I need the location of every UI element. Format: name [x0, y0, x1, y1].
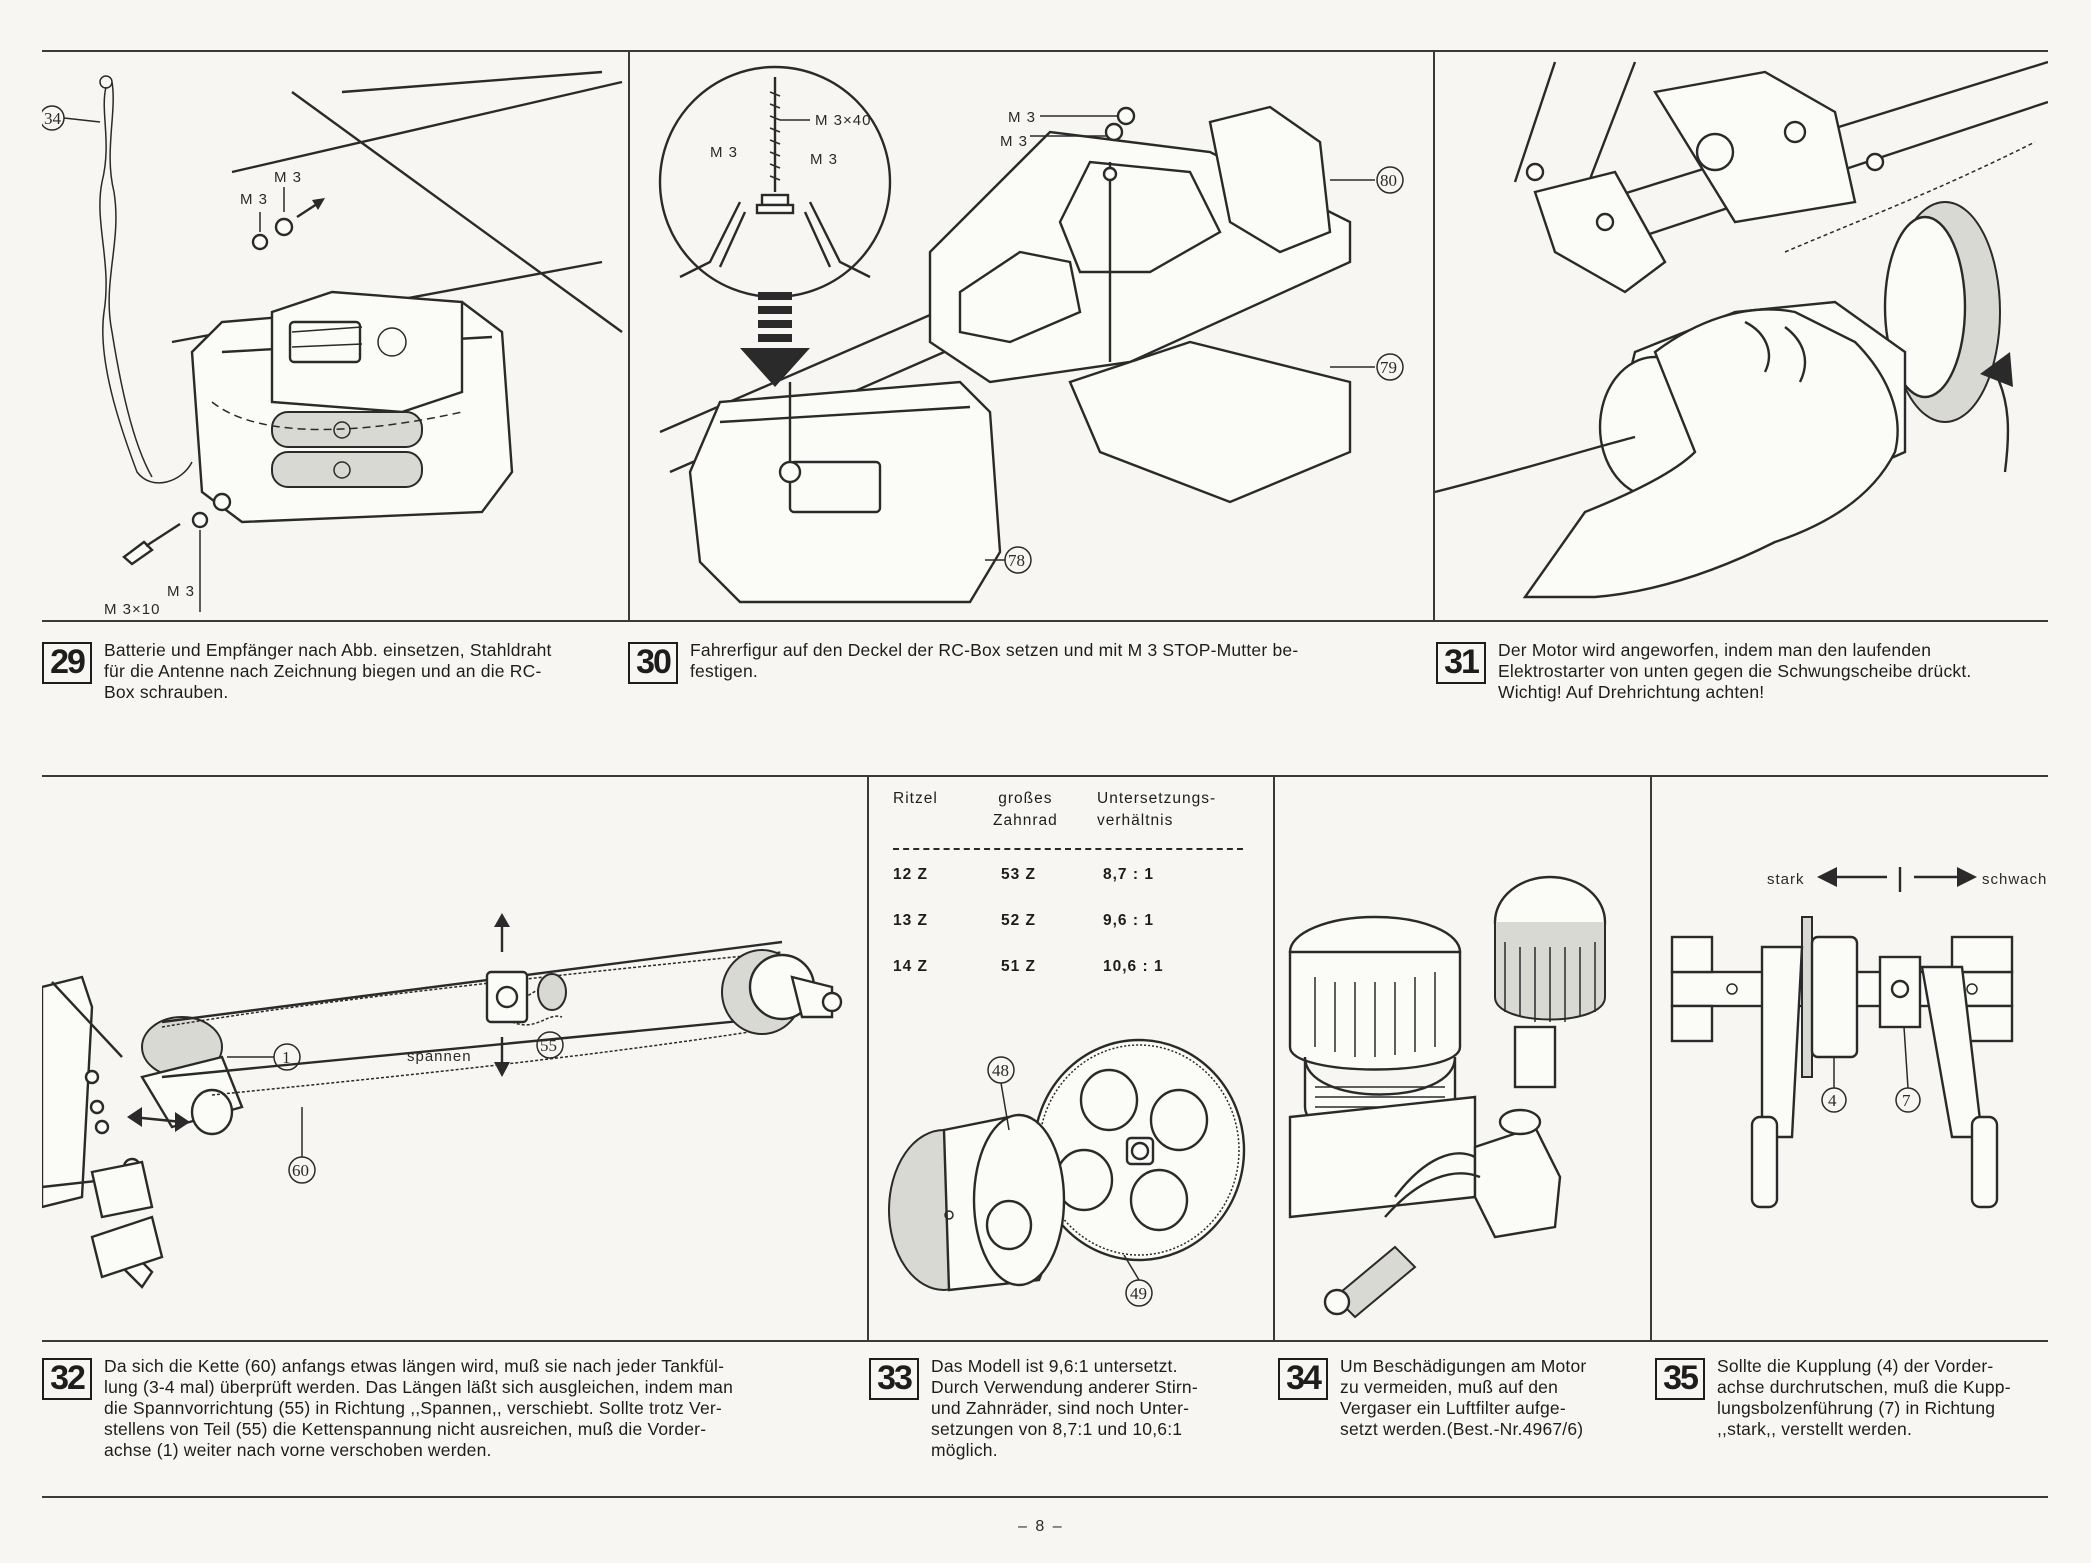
fig29-m3-label-c: M 3 [167, 583, 195, 600]
step-35: 35 Sollte die Kupplung (4) der Vorder- a… [1655, 1356, 2048, 1440]
fig35-stark-label: stark [1767, 871, 1805, 888]
step-33: 33 Das Modell ist 9,6:1 untersetzt. Durc… [869, 1356, 1269, 1461]
row2-top-rule [42, 775, 2048, 777]
ratio-cell: 52 Z [1001, 912, 1037, 929]
step-29-number: 29 [42, 642, 92, 684]
table-row: 14 Z 51 Z 10,6 : 1 [893, 958, 1273, 1004]
divider-33-34 [1273, 775, 1275, 1342]
fig29-screw-label: M 3×10 [104, 601, 160, 618]
step-32-text: Da sich die Kette (60) anfangs etwas län… [104, 1356, 733, 1460]
row1-bottom-rule [42, 620, 2048, 622]
step-29-text: Batterie und Empfänger nach Abb. einsetz… [104, 640, 552, 702]
step-32-number: 32 [42, 1358, 92, 1400]
ratio-header-verhaeltnis: Untersetzungs- verhältnis [1097, 790, 1217, 829]
fig30-m3-mid-label: M 3 [1000, 133, 1028, 150]
fig32-callout-1: 1 [282, 1048, 291, 1067]
ratio-table: Ritzel großes Zahnrad Untersetzungs- ver… [893, 788, 1273, 1004]
table-row: 13 Z 52 Z 9,6 : 1 [893, 912, 1273, 958]
figure-34 [1275, 777, 1650, 1340]
ratio-cell: 13 Z [893, 912, 929, 929]
table-row: 12 Z 53 Z 8,7 : 1 [893, 866, 1273, 912]
step-31-number: 31 [1436, 642, 1486, 684]
ratio-header-ritzel: Ritzel [893, 790, 938, 807]
top-rule [42, 50, 2048, 52]
ratio-header-zahnrad: großes Zahnrad [993, 790, 1058, 829]
fig29-m3-label-a: M 3 [274, 169, 302, 186]
step-30: 30 Fahrerfigur auf den Deckel der RC-Box… [628, 640, 1428, 684]
fig35-callout-7: 7 [1902, 1091, 1911, 1110]
divider-30-31 [1433, 50, 1435, 622]
bottom-rule [42, 1496, 2048, 1498]
ratio-table-header: Ritzel großes Zahnrad Untersetzungs- ver… [893, 788, 1273, 844]
ratio-cell: 10,6 : 1 [1103, 958, 1164, 975]
figure-35: stark schwach [1652, 777, 2048, 1340]
fig32-callout-55: 55 [540, 1036, 557, 1055]
ratio-cell: 53 Z [1001, 866, 1037, 883]
fig30-m3-right-label: M 3 [810, 151, 838, 168]
fig30-callout-78: 78 [1008, 551, 1025, 570]
fig32-callout-60: 60 [292, 1161, 309, 1180]
fig30-m3-left-label: M 3 [710, 144, 738, 161]
step-35-text: Sollte die Kupplung (4) der Vorder- achs… [1717, 1356, 2011, 1439]
figure-30: M 3×40 M 3 M 3 [630, 52, 1433, 620]
fig30-m3-top-label: M 3 [1008, 109, 1036, 126]
divider-29-30 [628, 50, 630, 622]
step-33-number: 33 [869, 1358, 919, 1400]
fig35-schwach-label: schwach [1982, 871, 2047, 888]
step-35-number: 35 [1655, 1358, 1705, 1400]
fig29-m3-label-b: M 3 [240, 191, 268, 208]
step-30-number: 30 [628, 642, 678, 684]
fig32-spannen-label: spannen [407, 1048, 472, 1065]
figure-29: M 3 M 3 M 3 M 3×10 34 [42, 52, 628, 620]
step-31-text: Der Motor wird angeworfen, indem man den… [1498, 640, 1972, 702]
fig30-m3x40-label: M 3×40 [815, 112, 871, 129]
fig33-callout-49: 49 [1130, 1284, 1147, 1303]
page-number: – 8 – [1018, 1518, 1064, 1535]
step-34: 34 Um Beschädigungen am Motor zu vermeid… [1278, 1356, 1648, 1440]
fig30-callout-80: 80 [1380, 171, 1397, 190]
ratio-cell: 8,7 : 1 [1103, 866, 1154, 883]
step-31: 31 Der Motor wird angeworfen, indem man … [1436, 640, 2048, 703]
ratio-cell: 9,6 : 1 [1103, 912, 1154, 929]
step-34-number: 34 [1278, 1358, 1328, 1400]
step-34-text: Um Beschädigungen am Motor zu vermeiden,… [1340, 1356, 1587, 1439]
row2-bottom-rule [42, 1340, 2048, 1342]
divider-32-33 [867, 775, 869, 1342]
step-30-text: Fahrerfigur auf den Deckel der RC-Box se… [690, 640, 1299, 681]
ratio-cell: 12 Z [893, 866, 929, 883]
ratio-table-divider [893, 848, 1243, 850]
fig29-callout-34: 34 [44, 109, 62, 128]
ratio-cell: 51 Z [1001, 958, 1037, 975]
step-29: 29 Batterie und Empfänger nach Abb. eins… [42, 640, 622, 703]
step-32: 32 Da sich die Kette (60) anfangs etwas … [42, 1356, 862, 1461]
divider-34-35 [1650, 775, 1652, 1342]
ratio-cell: 14 Z [893, 958, 929, 975]
fig30-callout-79: 79 [1380, 358, 1397, 377]
figure-31 [1435, 52, 2048, 620]
figure-33-gears: 48 49 [869, 1030, 1273, 1340]
fig35-callout-4: 4 [1828, 1091, 1837, 1110]
fig33-callout-48: 48 [992, 1061, 1009, 1080]
step-33-text: Das Modell ist 9,6:1 untersetzt. Durch V… [931, 1356, 1198, 1460]
figure-32: spannen 55 1 60 [42, 777, 867, 1340]
